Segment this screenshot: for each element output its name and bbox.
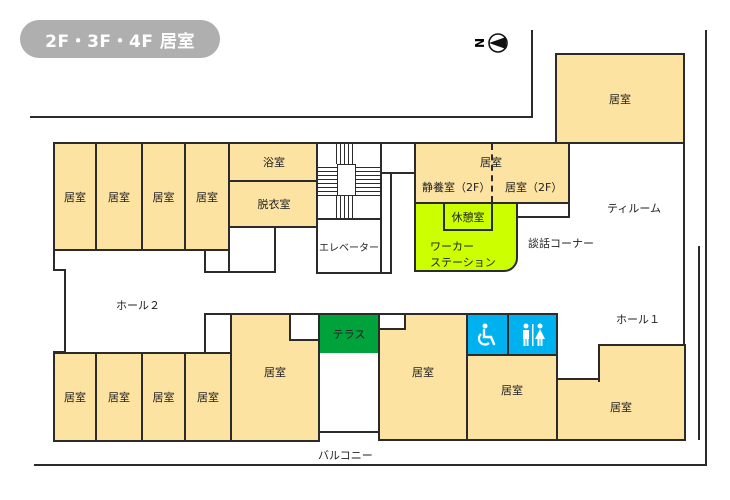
room-label: 居室 [264,365,286,379]
left-wall-1 [53,248,55,270]
room-label: 居室 [152,391,175,404]
room-label: 居室 [501,383,523,397]
wheelchair-icon [477,323,495,346]
storage-3 [516,202,570,218]
utility-box [380,142,416,174]
room-label: 居室 [64,391,86,404]
talk-corner-label: 談話コーナー [528,237,594,250]
outer-wall-bottom [34,464,707,466]
hall2-label: ホール２ [116,299,160,312]
room-label: 居室 [196,190,218,204]
svg-text:N: N [474,38,487,48]
storage-5 [289,313,320,341]
room-bottom-4[interactable]: 居室 [184,352,232,442]
balcony-rail [318,431,380,433]
balcony-label: バルコニー [318,449,373,462]
room-label: 居室 [412,366,434,379]
terrace-label: テラス [332,328,366,341]
rest-room[interactable]: 休憩室 [443,202,493,231]
storage-1 [204,249,230,273]
room-label: 居室 [108,391,130,404]
room-label: 居室 [197,391,219,404]
room-top-1[interactable]: 居室 [53,142,97,251]
hall1-label: ホール１ [616,313,660,326]
left-wall-3 [64,269,66,352]
stairs-left [318,164,337,196]
room-bottom-8-upper [598,344,686,382]
elevator[interactable]: エレベーター [316,218,382,274]
dressing-room[interactable]: 脱衣室 [228,180,320,228]
floor-title: 2F・3F・4F 居室 [20,20,220,58]
bath-label: 浴室 [263,156,285,169]
room-top-4[interactable]: 居室 [184,142,230,251]
storage-2 [228,226,276,273]
rest-room-label: 休憩室 [451,210,485,224]
storage-6 [378,313,406,330]
left-wall-2 [53,269,66,271]
north-arrow-icon: N [473,33,510,53]
outer-wall-top [30,116,533,118]
terrace-lower [318,353,380,433]
elevator-shaft [380,172,392,274]
room-bottom-2[interactable]: 居室 [95,352,143,442]
right-corridor-wall [683,142,685,440]
restroom[interactable] [507,313,558,356]
work-station-label-1: ワーカー [430,240,474,253]
room-label: 居室 [64,190,86,204]
elevator-label: エレベーター [319,242,379,254]
stairs-top [336,144,356,164]
tea-room-label: ティルーム [607,202,662,215]
quiet-room-2f[interactable]: 居室 静養室（2F） 居室（2F） [414,142,570,204]
building-outline [54,246,700,440]
dressing-label: 脱衣室 [257,198,291,211]
room-2f-label: 居室（2F） [505,181,563,194]
quiet-room-label: 静養室（2F） [422,181,491,194]
room-top-right[interactable]: 居室 [555,53,685,144]
terrace[interactable]: テラス [318,313,380,355]
restroom-icon [522,323,545,346]
accessible-toilet[interactable] [466,313,509,356]
stairs-right [355,164,380,196]
stairs-bottom [336,196,356,218]
storage-4 [204,313,232,355]
stair-landing [337,164,356,196]
room-bottom-3[interactable]: 居室 [141,352,186,442]
room-label: 居室 [108,190,130,204]
outer-wall-top-right [531,30,533,118]
room-top-3[interactable]: 居室 [141,142,186,251]
outer-wall-right [705,30,707,466]
room-bottom-7[interactable]: 居室 [466,354,558,441]
room-bottom-6[interactable]: 居室 [378,313,468,441]
bath-room[interactable]: 浴室 [228,142,320,182]
room-bottom-8[interactable]: 居室 [556,378,686,441]
work-station-label-2: ステーション [430,256,496,269]
dashed-divider [491,144,493,202]
room-bottom-1[interactable]: 居室 [53,352,97,442]
room-label: 居室 [609,92,631,106]
room-label: 居室 [152,190,175,204]
room-label: 居室 [610,400,632,414]
room-top-2[interactable]: 居室 [95,142,143,251]
